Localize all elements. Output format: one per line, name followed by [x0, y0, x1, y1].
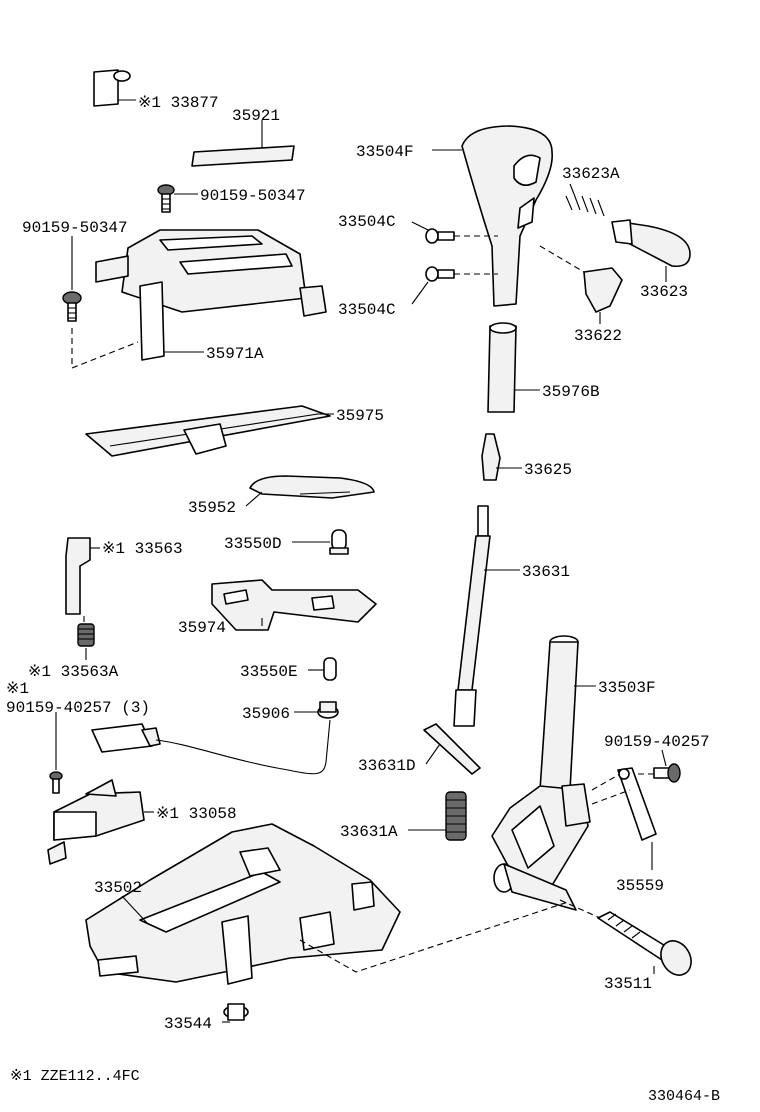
part-33504C-screw-top: [411, 221, 498, 244]
label-35974: 35974: [178, 619, 226, 637]
part-33503F-shift-lever: [491, 635, 596, 911]
part-90159-50347-screw-top: [157, 184, 198, 213]
part-33504F-shift-knob: [432, 125, 553, 307]
label-33631A: 33631A: [340, 823, 398, 841]
part-33563A-spring: [77, 623, 95, 660]
label-33511: 33511: [604, 975, 652, 993]
part-35974-bracket: [211, 579, 377, 631]
label-33631D: 33631D: [358, 757, 416, 775]
label-35559: 35559: [616, 877, 664, 895]
label-33504C-top: 33504C: [338, 213, 396, 231]
label-33563A: ※1 33563A: [28, 663, 119, 681]
label-33623A: 33623A: [562, 165, 620, 183]
part-33544-bushing: [222, 1003, 249, 1023]
footnote-applicability: ※1 ZZE112..4FC: [10, 1068, 140, 1085]
label-33504C-bottom: 33504C: [338, 301, 396, 319]
label-35921: 35921: [232, 107, 280, 125]
label-33625: 33625: [524, 461, 572, 479]
label-33504F: 33504F: [356, 143, 414, 161]
part-33631-push-rod: [453, 505, 520, 727]
label-33550D: 33550D: [224, 535, 282, 553]
part-33623A-spring: [565, 183, 605, 217]
label-33622: 33622: [574, 327, 622, 345]
label-33550E: 33550E: [240, 663, 298, 681]
part-35975-slide-plate: [85, 405, 334, 457]
part-35906-wire-harness: [91, 701, 339, 775]
label-35971A: 35971A: [206, 345, 264, 363]
part-33631A-spring: [408, 791, 467, 841]
part-35976B-sleeve: [487, 322, 540, 413]
label-33623: 33623: [640, 283, 688, 301]
label-33563: ※1 33563: [102, 540, 183, 558]
part-35971A-housing: [95, 229, 327, 361]
label-33503F: 33503F: [598, 679, 656, 697]
part-35559-link: [591, 767, 657, 870]
part-33504C-screw-bottom: [411, 266, 498, 305]
label-35906: 35906: [242, 705, 290, 723]
part-33877-tag: [93, 69, 136, 107]
label-35975: 35975: [336, 407, 384, 425]
part-33550E-bulb: [308, 657, 337, 681]
part-33631D-pin: [423, 723, 481, 775]
part-90159-50347-screw-left: [62, 236, 139, 369]
label-33502: 33502: [94, 879, 142, 897]
label-33058: ※1 33058: [156, 805, 237, 823]
label-90159-40257-right: 90159-40257: [604, 733, 710, 751]
assembly-connector-line: [299, 901, 569, 973]
part-33563-pawl: [65, 537, 100, 626]
label-90159-50347-left: 90159-50347: [22, 219, 128, 237]
label-90159-50347-top: 90159-50347: [200, 187, 306, 205]
part-90159-40257-screw-left: [49, 712, 63, 794]
label-33631: 33631: [522, 563, 570, 581]
diagram-id: 330464-B: [648, 1088, 720, 1105]
part-33058-control-unit: [47, 779, 154, 865]
label-33877: ※1 33877: [138, 94, 219, 112]
part-33625-lock-rod: [481, 433, 522, 481]
label-90159-40257-3: 90159-40257 (3): [6, 699, 150, 717]
part-33550D-bulb: [292, 529, 349, 555]
label-35976B: 35976B: [542, 383, 600, 401]
part-33622-insert: [539, 245, 623, 324]
part-33502-shift-base: [85, 823, 401, 985]
part-35921-plate: [191, 120, 295, 167]
part-90159-40257-screw-right: [630, 749, 681, 783]
label-33544: 33544: [164, 1015, 212, 1033]
label-35952: 35952: [188, 499, 236, 517]
part-33511-bolt: [559, 899, 692, 976]
label-90159-40257-note: ※1: [6, 680, 29, 698]
part-33623-release-button: [611, 219, 691, 282]
part-35952-lever: [245, 475, 375, 507]
